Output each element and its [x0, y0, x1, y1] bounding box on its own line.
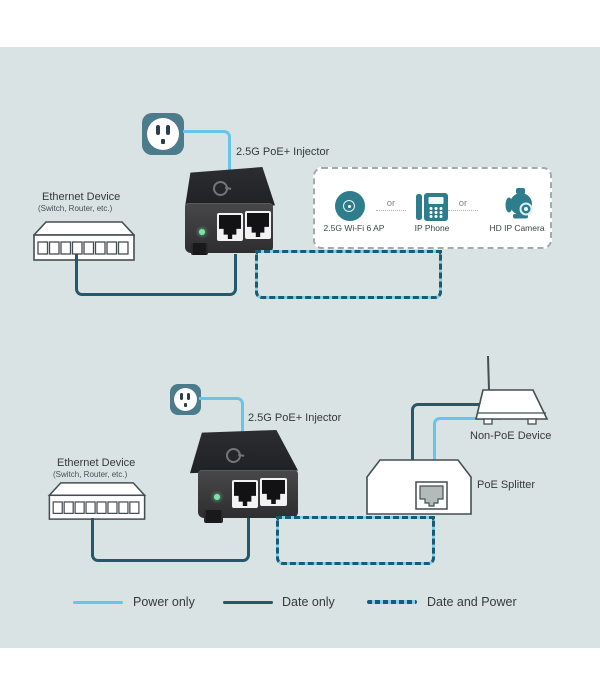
injector-label-top: 2.5G PoE+ Injector [236, 146, 330, 158]
ethernet-switch-icon [33, 221, 135, 261]
ethernet-device-subtitle-top: (Switch, Router, etc.) [38, 204, 113, 213]
power-outlet-icon [170, 384, 201, 415]
or-separator: or [375, 198, 407, 211]
non-poe-device-icon [474, 355, 549, 425]
poe-injector-bottom [190, 430, 298, 523]
status-led [214, 494, 220, 500]
ethernet-device-title-top: Ethernet Device [42, 191, 121, 203]
power-line-top [183, 130, 231, 177]
rj45-port-icon [232, 480, 258, 508]
data-power-line-top [255, 250, 442, 299]
or-separator: or [447, 198, 479, 211]
legend-power-line [73, 601, 123, 604]
rj45-port-icon [245, 211, 271, 239]
legend-power-label: Power only [133, 595, 195, 609]
legend-data-label: Date only [282, 595, 335, 609]
rj45-jack [419, 485, 444, 507]
data-line-top [75, 254, 237, 296]
device-label: HD IP Camera [489, 223, 545, 233]
splitter-power-line [433, 417, 501, 464]
power-line-bottom [199, 397, 244, 435]
rj45-port-icon [217, 213, 243, 241]
device-label: IP Phone [414, 223, 450, 233]
wifi-ap-icon [335, 191, 365, 221]
injector-top-face [190, 430, 298, 474]
dc-plug-icon [191, 243, 208, 255]
power-outlet-icon [142, 113, 184, 155]
data-line-bottom [91, 518, 250, 562]
poe-splitter-label: PoE Splitter [477, 479, 536, 491]
ethernet-device-subtitle-bottom: (Switch, Router, etc.) [53, 470, 128, 479]
ethernet-switch-icon [47, 482, 147, 520]
ip-phone-icon [416, 193, 448, 221]
legend-data-line [223, 601, 273, 604]
diagram-background [0, 47, 600, 648]
status-led [199, 229, 205, 235]
legend-data-power-line [367, 600, 417, 604]
injector-label-bottom: 2.5G PoE+ Injector [248, 412, 342, 424]
device-label: 2.5G Wi-Fi 6 AP [323, 223, 385, 233]
data-power-line-bottom [276, 516, 435, 565]
legend-data-power-label: Date and Power [427, 595, 517, 609]
ip-camera-icon [505, 188, 533, 219]
powered-devices-box: 2.5G Wi-Fi 6 AP or IP Phone or [313, 167, 552, 249]
ethernet-device-title-bottom: Ethernet Device [57, 457, 136, 469]
dc-plug-icon [204, 510, 223, 523]
splitter-data-line [411, 403, 480, 464]
non-poe-device-label: Non-PoE Device [470, 430, 552, 442]
rj45-port-icon [260, 478, 287, 506]
poe-injector-top [185, 167, 275, 255]
poe-splitter-icon [366, 459, 472, 515]
